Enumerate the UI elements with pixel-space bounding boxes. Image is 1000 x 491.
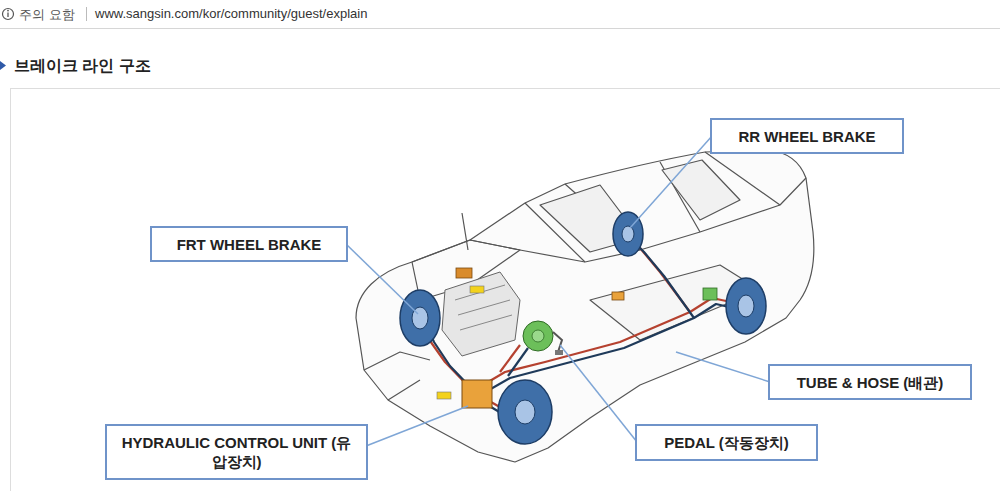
security-status: 주의 요함 (19, 6, 75, 24)
car-drawing (356, 150, 814, 462)
info-icon (3, 9, 14, 20)
brake-pedal (553, 332, 562, 352)
leader-line (676, 352, 770, 382)
leader-lines (346, 136, 770, 446)
car-body (356, 150, 814, 462)
tag (437, 392, 451, 399)
valve (703, 288, 717, 300)
brake-lines (420, 236, 746, 418)
sensor (612, 292, 624, 300)
reservoir (456, 268, 472, 278)
brake-disc (400, 290, 440, 346)
wheels (400, 212, 766, 444)
brake-line (500, 345, 520, 372)
brake-booster (523, 321, 553, 351)
callout-box: FRT WHEEL BRAKE (150, 226, 348, 262)
pedal-pad (555, 350, 563, 355)
disc-hub (515, 400, 535, 424)
engine-block (442, 272, 520, 356)
leader-line (366, 406, 468, 446)
brake-line (508, 348, 528, 376)
disc-hub (622, 226, 634, 242)
callout-box: RR WHEEL BRAKE (710, 118, 904, 154)
info-icon-stem (7, 13, 8, 18)
bumper (364, 352, 430, 400)
brake-disc (498, 380, 552, 444)
callout-label: HYDRAULIC CONTROL UNIT (유압장치) (115, 433, 358, 471)
url-text: www.sangsin.com/kor/community/guest/expl… (95, 6, 367, 21)
brake-line (632, 240, 694, 318)
side-window (662, 160, 740, 220)
leader-line (630, 136, 712, 228)
browser-bar-border (0, 28, 1000, 29)
tag (470, 286, 484, 293)
leader-line (560, 345, 637, 442)
content-panel (11, 89, 1000, 491)
window-frame (525, 152, 780, 262)
separator (86, 7, 87, 21)
heading-marker (0, 61, 6, 70)
booster-center (532, 330, 544, 342)
callout-box: TUBE & HOSE (배관) (768, 364, 972, 400)
hydraulic-unit (462, 380, 492, 408)
engine-detail (455, 285, 512, 330)
disc-hub (738, 295, 754, 317)
parts (462, 288, 717, 408)
callout-label: FRT WHEEL BRAKE (177, 235, 322, 254)
brake-disc (726, 278, 766, 334)
callout-label: RR WHEEL BRAKE (738, 127, 875, 146)
callout-label: TUBE & HOSE (배관) (797, 373, 944, 392)
antenna (462, 213, 468, 250)
callout-box: PEDAL (작동장치) (635, 424, 818, 461)
info-icon-dot (7, 10, 9, 12)
page-heading: 브레이크 라인 구조 (14, 56, 151, 77)
callout-box: HYDRAULIC CONTROL UNIT (유압장치) (105, 424, 368, 480)
callout-label: PEDAL (작동장치) (664, 433, 789, 452)
browser-bar (0, 0, 1000, 28)
leader-line (346, 244, 418, 314)
